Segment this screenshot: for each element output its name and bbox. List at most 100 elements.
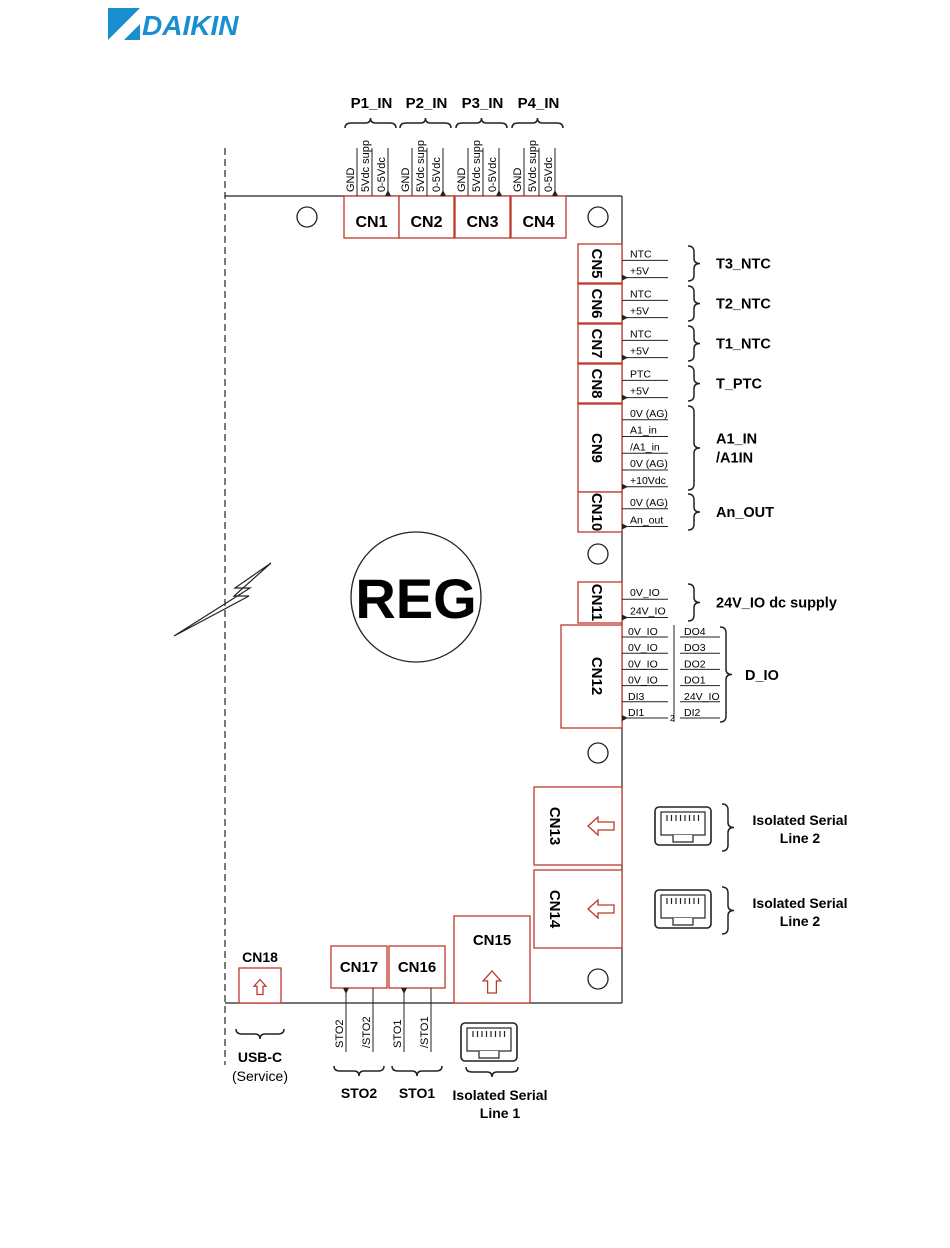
pin-label: /STO1 <box>419 1016 431 1048</box>
group-brace <box>687 405 701 491</box>
port-direction-arrow-icon <box>481 970 503 994</box>
mounting-hole <box>296 206 318 228</box>
connector-label: CN8 <box>588 368 605 398</box>
pin-label: 0V (AG) <box>630 458 668 470</box>
connector-label: CN11 <box>588 584 605 622</box>
connector-cn7 <box>577 323 623 364</box>
connector-cn12 <box>560 624 623 729</box>
pin-label: +5V <box>630 346 649 358</box>
pin1-marker <box>496 190 502 196</box>
group-label: T2_NTC <box>716 297 771 313</box>
controller-badge <box>350 531 482 663</box>
pin-label: +10Vdc <box>630 475 666 487</box>
pin-label: 24V_IO <box>630 605 666 617</box>
group-label: T_PTC <box>716 377 762 393</box>
rj45-port-icon <box>654 889 712 929</box>
board: REG <box>173 148 623 1065</box>
connector-label: CN18 <box>242 949 278 965</box>
group-brace <box>235 1028 285 1040</box>
port-direction-arrow-icon <box>587 815 615 837</box>
pin-label: DO3 <box>684 642 706 654</box>
group-label: P1_IN <box>351 95 393 112</box>
logo-mark-icon-small <box>124 24 140 40</box>
logo-text: DAIKIN <box>142 10 239 41</box>
group-label: Line 2 <box>780 830 821 846</box>
group-label: D_IO <box>745 668 779 684</box>
rj45-port-icon <box>460 1022 518 1062</box>
pin-label: 0-5Vdc <box>431 157 443 192</box>
group-brace <box>399 117 452 129</box>
group-label: An_OUT <box>716 505 774 521</box>
group-label: T1_NTC <box>716 337 771 353</box>
connector-label: CN2 <box>410 214 442 231</box>
pin-label: NTC <box>630 288 652 300</box>
group-brace <box>687 325 701 362</box>
connector-cn11 <box>577 581 623 624</box>
group-brace <box>687 583 701 622</box>
pin-label: NTC <box>630 248 652 260</box>
pin1-marker <box>622 614 628 621</box>
group-label: USB-C <box>238 1049 282 1065</box>
pin1-marker <box>622 483 628 490</box>
group-label: Isolated Serial <box>753 895 848 911</box>
connector-label: CN15 <box>473 932 511 949</box>
group-brace <box>687 285 701 322</box>
pin1-marker <box>385 190 391 196</box>
rj45-latch <box>672 835 694 843</box>
pin-label: 5Vdc supp <box>415 140 427 192</box>
connector-label: CN6 <box>588 288 605 318</box>
pin-label: STO2 <box>334 1019 346 1048</box>
pin1-marker <box>622 394 628 401</box>
connector-label: CN16 <box>398 959 436 976</box>
connector-cn4 <box>510 195 567 239</box>
connector-cn9 <box>577 403 623 493</box>
pin-label: 0-5Vdc <box>376 157 388 192</box>
group-brace <box>687 493 701 531</box>
group-brace <box>719 626 733 723</box>
mounting-hole <box>587 968 609 990</box>
pin-label: DI1 <box>628 707 645 719</box>
pin-label: GND <box>456 168 468 193</box>
pin1-marker <box>440 190 446 196</box>
pin1-marker <box>622 274 628 281</box>
pin-label: DI3 <box>628 691 645 703</box>
pin1-marker <box>622 354 628 361</box>
pin-label: 0V_IO <box>628 658 658 670</box>
controller-label: REG <box>355 567 476 630</box>
group-label: Isolated Serial <box>753 812 848 828</box>
connector-cn3 <box>454 195 511 239</box>
pin1-marker <box>622 314 628 321</box>
connector-label: CN12 <box>588 657 605 695</box>
connector-cn6 <box>577 283 623 324</box>
group-label: Isolated Serial <box>453 1087 548 1103</box>
pin-label: +5V <box>630 266 649 278</box>
group-brace <box>333 1065 385 1077</box>
group-label: Line 2 <box>780 913 821 929</box>
connector-label: CN4 <box>522 214 554 231</box>
connector-cn16 <box>388 945 446 989</box>
group-brace <box>391 1065 443 1077</box>
pin-label: NTC <box>630 328 652 340</box>
group-sublabel: (Service) <box>232 1068 288 1084</box>
pin-label: 24V_IO <box>684 691 720 703</box>
pin-label: An_out <box>630 515 663 527</box>
group-brace <box>455 117 508 129</box>
connector-label: CN17 <box>340 959 378 976</box>
connector-label: CN5 <box>588 248 605 278</box>
group-brace <box>687 245 701 282</box>
connector-label: CN7 <box>588 328 605 358</box>
pin-label: /A1_in <box>630 441 660 453</box>
logo-mark-icon <box>108 8 140 40</box>
pin-label: +5V <box>630 386 649 398</box>
connector-label: CN9 <box>588 433 605 463</box>
connector-label: CN10 <box>588 493 605 531</box>
pin-label: 0V_IO <box>628 675 658 687</box>
pin1-marker <box>343 988 349 994</box>
pin-label: GND <box>512 168 524 193</box>
connector-cn5 <box>577 243 623 284</box>
